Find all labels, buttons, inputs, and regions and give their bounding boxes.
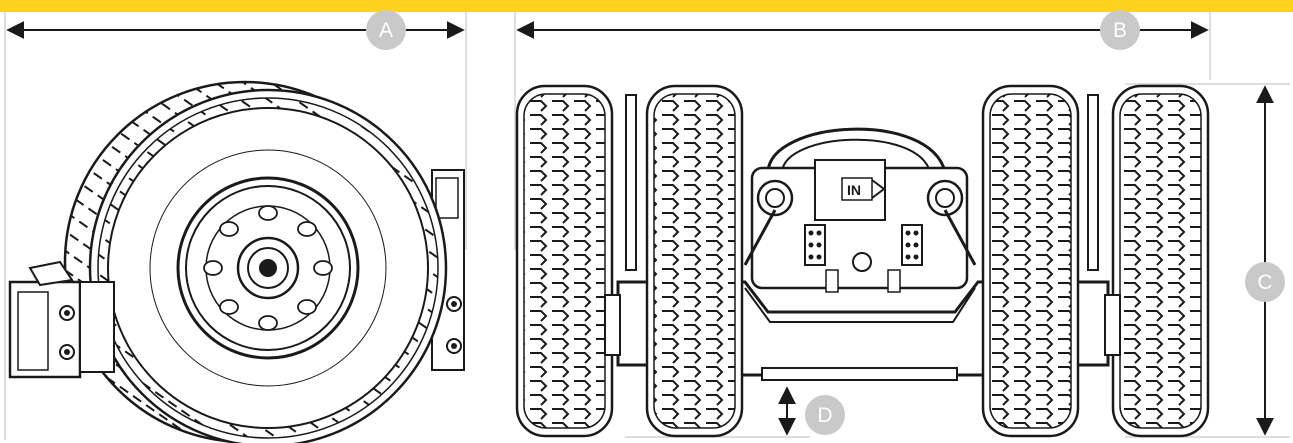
seat-frame: [766, 127, 947, 173]
dimension-d-label: D: [817, 404, 832, 427]
dimension-c-label: C: [1257, 271, 1272, 294]
dimension-d: D: [778, 386, 845, 436]
tyre-inner-left: [645, 84, 744, 438]
tyre-inner-right: [981, 84, 1080, 438]
dimension-a-label: A: [379, 19, 393, 42]
dimension-d-badge: [805, 395, 845, 435]
top-view: IN: [515, 84, 1210, 438]
dimension-a: A: [6, 10, 465, 50]
in-stencil-box: [841, 177, 873, 201]
dimension-a-badge: [366, 10, 406, 50]
dimension-guides: [4, 12, 1290, 440]
dimension-b-label: B: [1113, 19, 1127, 42]
motor-housing: [8, 260, 115, 379]
accent-top-bar: [0, 0, 1293, 12]
dimension-c-badge: [1245, 262, 1285, 302]
dimension-b-badge: [1100, 10, 1140, 50]
side-view: [8, 80, 465, 443]
tyre-outer-left: [515, 84, 614, 438]
in-stencil-label: IN: [847, 182, 861, 198]
dimension-b: B: [516, 10, 1209, 50]
tyre-outer-right: [1111, 84, 1210, 438]
dimension-c: C: [1245, 85, 1285, 436]
